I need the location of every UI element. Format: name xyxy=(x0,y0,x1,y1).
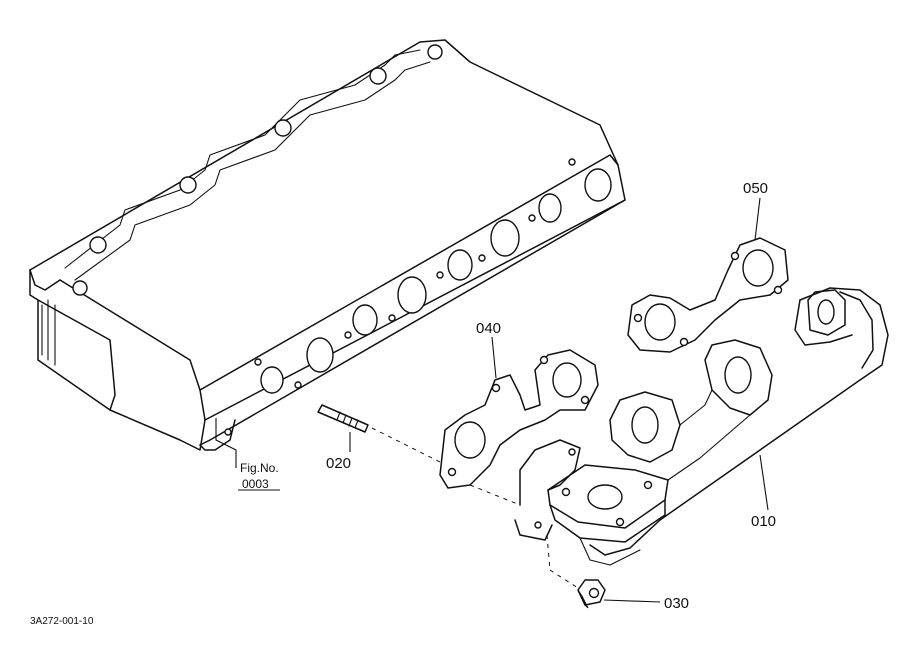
part-label-020: 020 xyxy=(326,455,351,472)
part-label-040: 040 xyxy=(476,320,501,337)
exhaust-manifold xyxy=(514,287,889,566)
part-label-010: 010 xyxy=(751,513,776,530)
cylinder-head xyxy=(29,39,626,451)
stud xyxy=(317,404,369,433)
assembly-lines xyxy=(371,427,579,589)
part-label-050: 050 xyxy=(743,180,768,197)
drawing-code: 3A272-001-10 xyxy=(30,616,94,627)
nut xyxy=(577,579,606,609)
gasket-rear xyxy=(627,237,789,353)
gasket-front xyxy=(439,349,599,489)
leader-lines xyxy=(215,197,769,603)
part-label-030: 030 xyxy=(664,595,689,612)
figure-reference-number: 0003 xyxy=(242,477,269,491)
figure-reference-title: Fig.No. xyxy=(240,461,279,475)
